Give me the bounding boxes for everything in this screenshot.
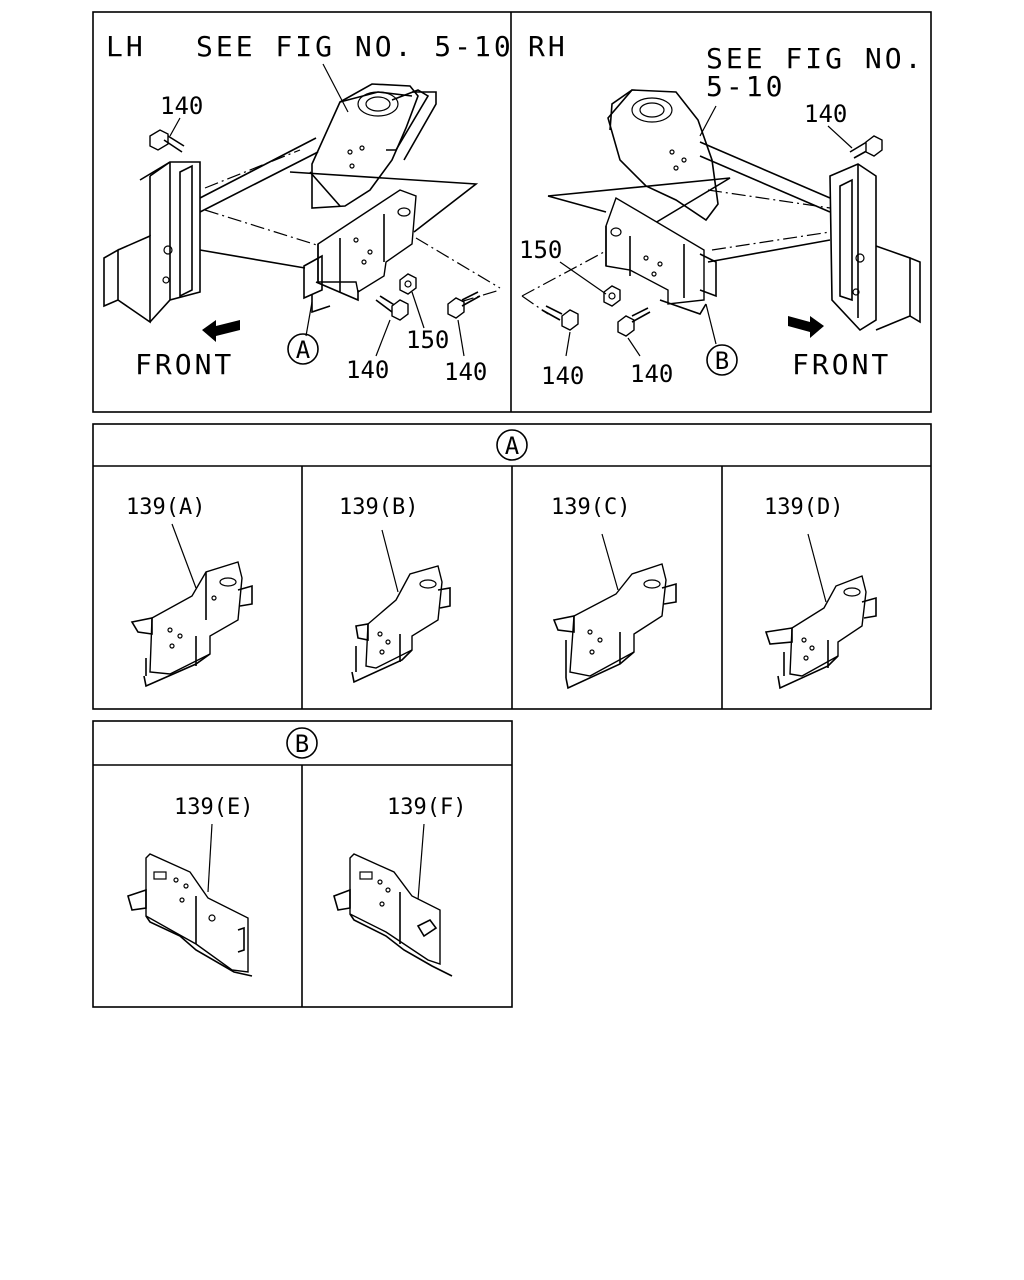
rh-callout-140-lower-left: 140 (541, 362, 584, 390)
part-139d-drawing (764, 533, 877, 690)
rh-see-fig-line2: 5-10 (706, 70, 785, 103)
section-b-header-letter: B (295, 730, 309, 758)
part-139b-label: 139(B) (339, 495, 418, 520)
lh-frame-drawing (103, 63, 501, 357)
lh-label: LH (106, 30, 146, 63)
section-b: B 139(E) 139(F) (92, 720, 513, 1008)
lh-front-arrow-icon (202, 320, 240, 342)
lh-nut-150 (399, 273, 417, 295)
part-139e-label: 139(E) (174, 795, 253, 820)
lh-bolt-upper (149, 129, 185, 153)
part-139a-drawing (130, 523, 253, 688)
part-139c-label: 139(C) (551, 495, 630, 520)
lh-ref-letter: A (296, 336, 311, 364)
rh-bolt-lower-1 (541, 305, 579, 331)
section-b-header-circle (286, 727, 318, 759)
lh-callout-140-upper: 140 (160, 92, 203, 120)
rh-ref-circle (706, 344, 738, 376)
part-139c-drawing (552, 533, 677, 690)
rh-nut-150 (603, 285, 621, 307)
rh-see-fig-line1: SEE FIG NO. (706, 42, 924, 75)
lh-front-label: FRONT (135, 348, 234, 381)
lh-callout-150: 150 (406, 326, 449, 354)
rh-front-label: FRONT (792, 348, 891, 381)
section-a-header-circle (496, 429, 528, 461)
rh-callout-150: 150 (519, 236, 562, 264)
lh-callout-140-lower-right: 140 (444, 358, 487, 386)
part-139f-drawing (333, 823, 453, 977)
section-a-header-letter: A (505, 432, 520, 460)
rh-frame-drawing (521, 89, 921, 357)
rh-front-arrow-icon (788, 316, 824, 338)
rh-callout-140-lower-right: 140 (630, 360, 673, 388)
rh-callout-140-upper: 140 (804, 100, 847, 128)
part-139b-drawing (351, 529, 451, 684)
lh-bolt-lower-2 (447, 291, 481, 319)
rh-ref-letter: B (715, 347, 729, 375)
section-a: A 139(A) 139(B) 139(C) 139(D) (92, 423, 932, 710)
rh-bolt-lower-2 (617, 307, 651, 337)
rh-label: RH (528, 30, 568, 63)
lh-ref-circle (287, 333, 319, 365)
top-panel-frame (92, 11, 932, 413)
part-139a-label: 139(A) (126, 495, 205, 520)
part-139e-drawing (127, 823, 253, 977)
lh-see-fig: SEE FIG NO. 5-10 (196, 30, 514, 63)
part-139d-label: 139(D) (764, 495, 843, 520)
lh-bolt-lower-1 (375, 295, 409, 321)
lh-callout-140-lower-left: 140 (346, 356, 389, 384)
part-139f-label: 139(F) (387, 795, 466, 820)
rh-bolt-upper (849, 135, 883, 159)
